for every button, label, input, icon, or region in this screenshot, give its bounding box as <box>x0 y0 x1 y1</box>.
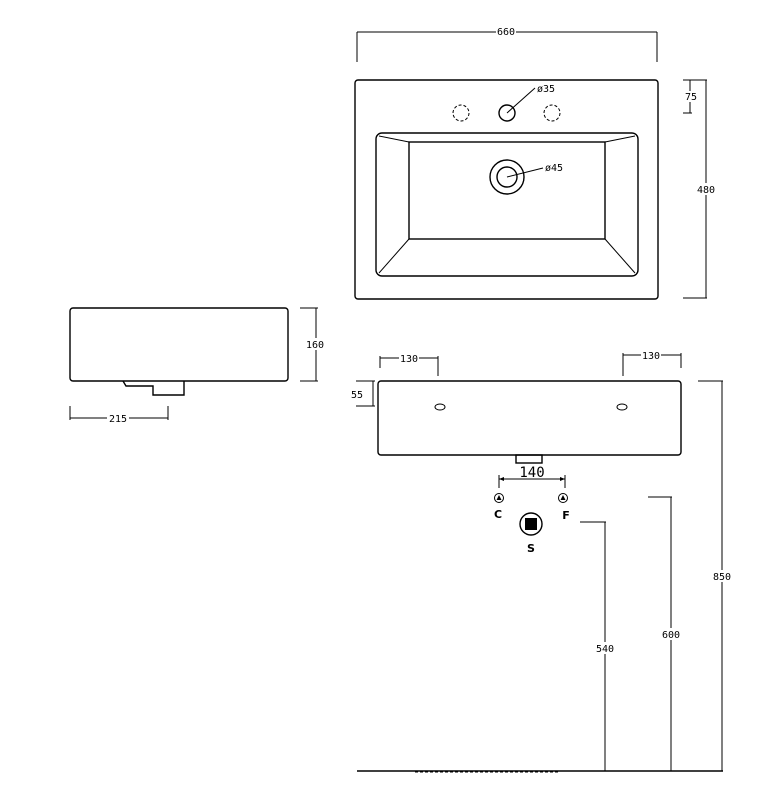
tap-hole-label: ø35 <box>537 84 555 95</box>
side-waste-outlet <box>122 380 185 396</box>
top-view: 660 ø35 ø45 75 480 <box>354 25 716 300</box>
bowl-rim <box>375 132 639 277</box>
waste-point <box>519 512 543 536</box>
front-waste-pipe <box>515 454 543 464</box>
width-label: 660 <box>497 27 515 38</box>
side-height-label: 160 <box>306 340 324 351</box>
fixing-right-label: 130 <box>642 351 660 362</box>
drain-inner <box>496 166 518 188</box>
tap-hole-center <box>498 104 516 122</box>
tap-hole-left <box>452 104 470 122</box>
cold-label: C <box>494 508 502 521</box>
waste-point-square <box>525 518 537 530</box>
depth-label: 480 <box>697 185 715 196</box>
drain-leader <box>506 167 544 178</box>
front-basin-outline <box>377 380 682 456</box>
bowl-floor <box>408 141 606 240</box>
basin-height-label: 850 <box>713 572 731 583</box>
side-basin-outline <box>69 307 289 382</box>
cold-supply-point <box>494 493 504 503</box>
waste-offset-label: 215 <box>109 414 127 425</box>
bowl-edge-tl <box>378 135 410 143</box>
bowl-edge-tr <box>604 135 636 143</box>
side-view: 160 215 <box>69 307 325 425</box>
supply-height-label: 600 <box>662 630 680 641</box>
drain-outer <box>489 159 525 195</box>
waste-height-label: 540 <box>596 644 614 655</box>
front-view: 130 130 55 140 C F S <box>349 349 732 773</box>
waste-label: S <box>527 542 535 555</box>
fixing-hole-left <box>434 403 446 411</box>
tap-hole-leader <box>506 87 536 114</box>
tap-hole-right <box>543 104 561 122</box>
fixing-left-label: 130 <box>400 354 418 365</box>
basin-outline <box>354 79 659 300</box>
supply-spacing-label: 140 <box>519 465 544 481</box>
drain-label: ø45 <box>545 163 563 174</box>
hot-label: F <box>562 509 570 522</box>
fixing-height-label: 55 <box>351 390 363 401</box>
hot-supply-point <box>558 493 568 503</box>
bowl-edge-br <box>604 238 636 274</box>
tap-offset-label: 75 <box>685 92 697 103</box>
bowl-edge-bl <box>378 238 410 274</box>
fixing-hole-right <box>616 403 628 411</box>
